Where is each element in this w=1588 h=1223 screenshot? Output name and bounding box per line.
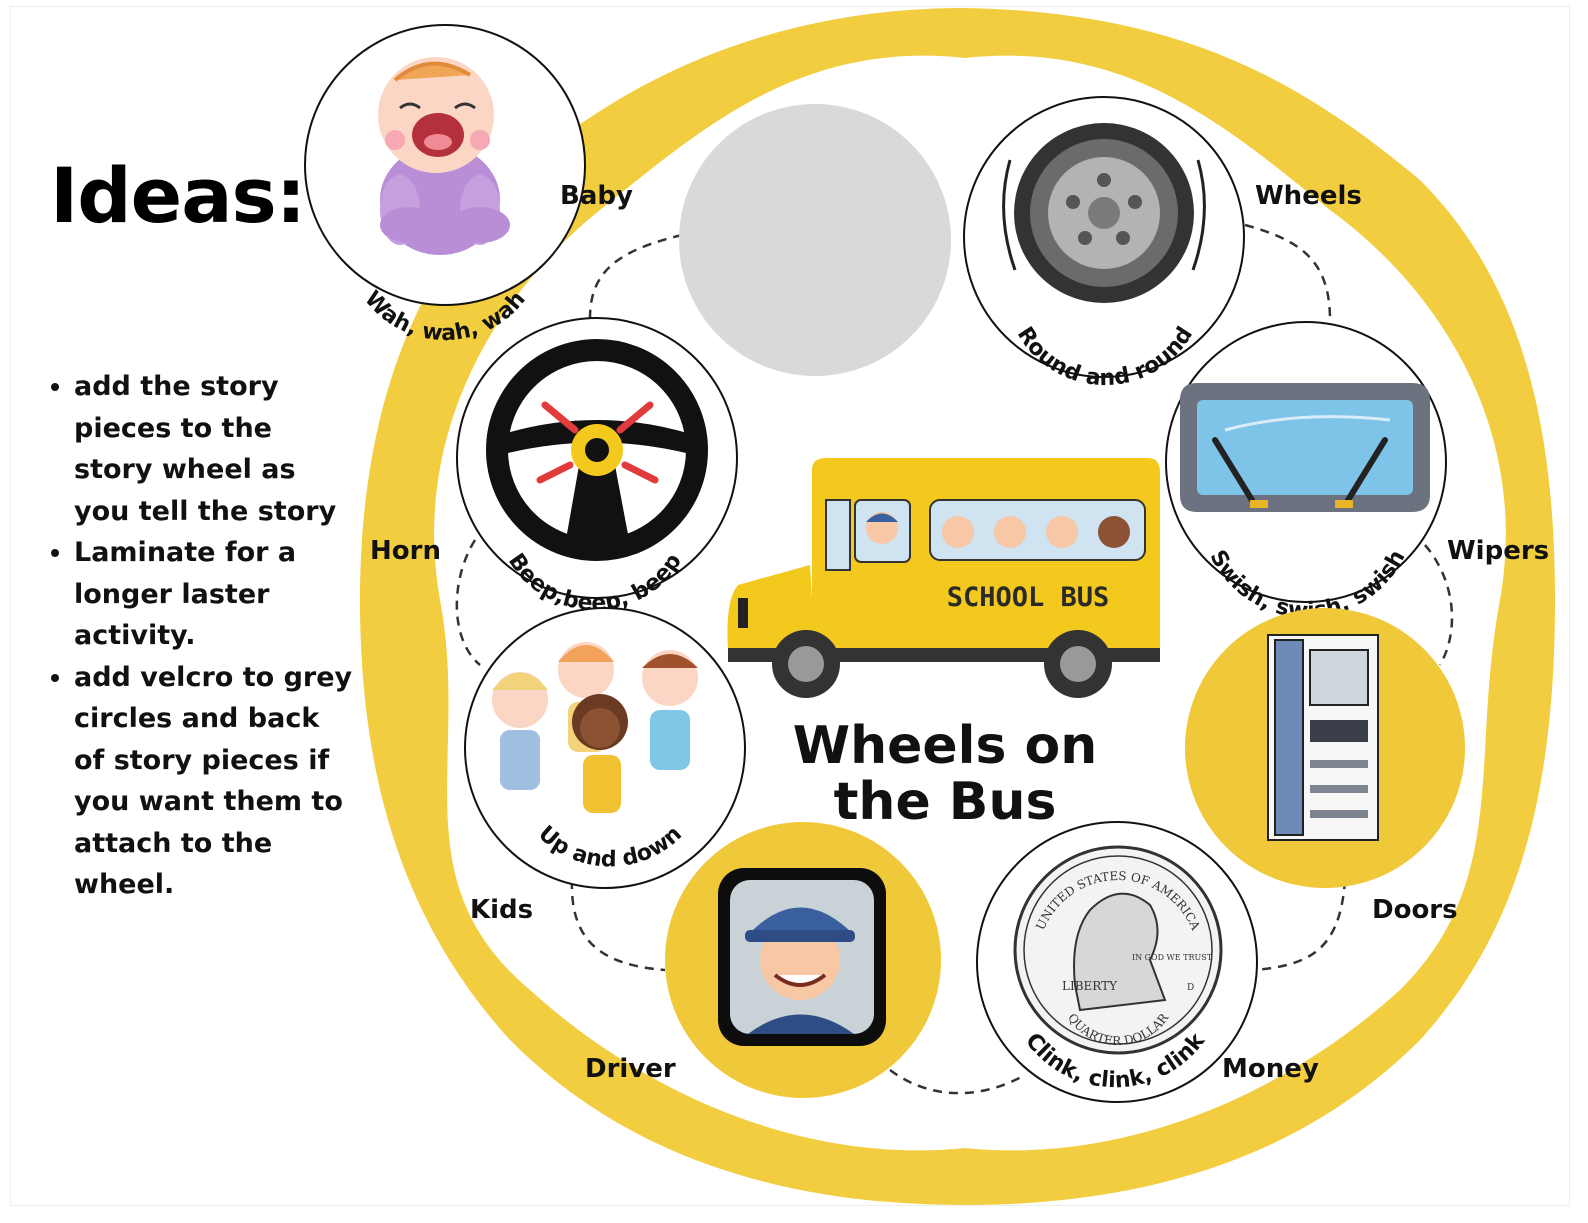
wheel-title-line1: Wheels on	[792, 716, 1098, 776]
story-piece-money[interactable]: UNITED STATES OF AMERICA QUARTER DOLLAR …	[976, 821, 1258, 1103]
bus-driver-icon	[718, 868, 886, 1046]
happy-kids-icon	[492, 642, 698, 813]
slot-label-baby: Baby	[560, 181, 633, 211]
story-piece-wipers[interactable]: Swish, swish, swish	[1165, 321, 1447, 624]
ideas-tip: add the story pieces to the story wheel …	[74, 366, 354, 532]
coin-liberty: LIBERTY	[1062, 979, 1118, 993]
slot-label-horn: Horn	[370, 536, 441, 566]
slot-label-wheels: Wheels	[1255, 181, 1362, 211]
ideas-tip: add velcro to grey circles and back of s…	[74, 657, 354, 906]
windshield-wiper-icon	[1180, 383, 1430, 512]
slot-label-doors: Doors	[1372, 895, 1458, 925]
slot-label-money: Money	[1222, 1054, 1319, 1084]
slot-label-driver: Driver	[585, 1054, 676, 1084]
wheel-title-line2: the Bus	[833, 772, 1057, 832]
page-border	[10, 6, 1570, 1206]
story-piece-horn[interactable]: Beep,beep, beep	[456, 317, 738, 616]
slot-label-wipers: Wipers	[1447, 536, 1550, 566]
quarter-coin-icon: UNITED STATES OF AMERICA QUARTER DOLLAR …	[1013, 845, 1223, 1055]
ideas-heading: Ideas:	[50, 151, 306, 240]
bus-door-icon	[1267, 634, 1379, 841]
ideas-tip: Laminate for a longer laster activity.	[74, 532, 354, 657]
crying-baby-icon	[378, 57, 510, 255]
story-piece-kids[interactable]: Up and down	[464, 607, 746, 889]
story-piece-driver[interactable]	[665, 822, 941, 1098]
slot-label-kids: Kids	[470, 895, 534, 925]
bus-sign: SCHOOL BUS	[947, 582, 1110, 613]
story-piece-wheels[interactable]: Round and round	[963, 96, 1245, 391]
steering-wheel-icon	[486, 339, 708, 561]
tire-icon	[1002, 123, 1206, 303]
ideas-list: add the story pieces to the story wheel …	[40, 366, 354, 906]
empty-slot-circle	[679, 104, 951, 376]
school-bus-illustration: SCHOOL BUS	[727, 458, 1160, 698]
story-piece-doors[interactable]	[1185, 608, 1465, 888]
coin-motto: IN GOD WE TRUST	[1132, 953, 1213, 962]
wheel-title: Wheels on the Bus	[790, 718, 1100, 830]
story-piece-baby[interactable]: Wah, wah, wah	[304, 24, 586, 346]
dashed-path	[455, 223, 1454, 1095]
coin-mint-mark: D	[1187, 983, 1194, 993]
